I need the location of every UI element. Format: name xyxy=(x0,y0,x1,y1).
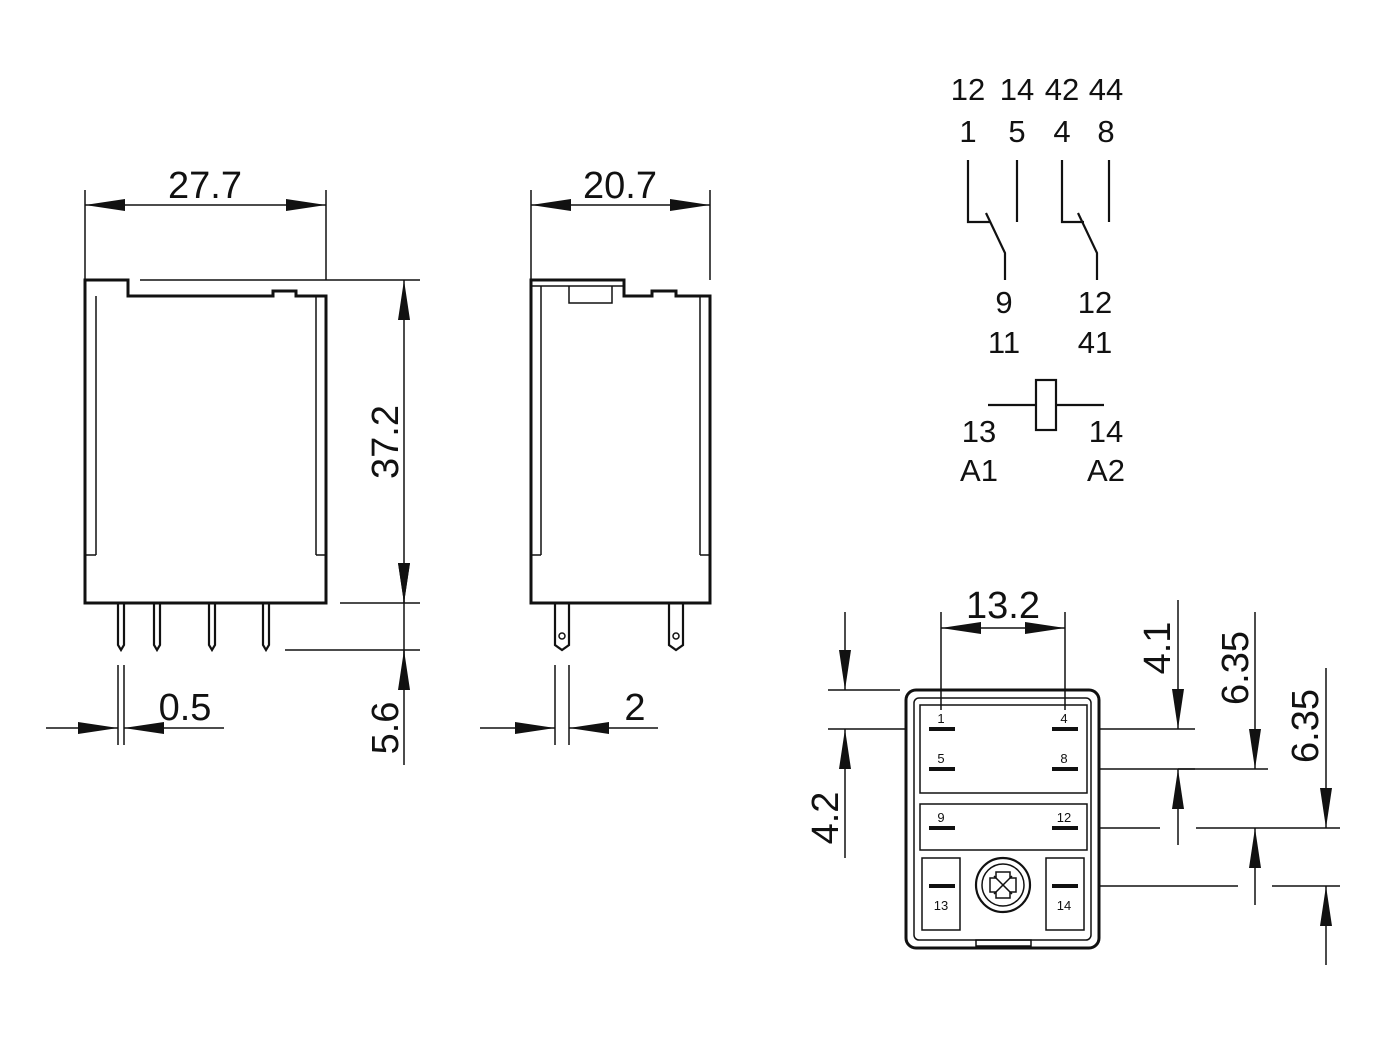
contact-left-symbol xyxy=(966,160,1019,280)
pin-width-label: 2 xyxy=(624,687,645,729)
terminal-label: 14 xyxy=(1089,414,1123,449)
pin-label: 8 xyxy=(1060,751,1067,766)
terminal-label: A2 xyxy=(1087,453,1125,488)
terminal-label: 13 xyxy=(962,414,996,449)
pin-thickness-label: 0.5 xyxy=(159,687,212,729)
front-pins xyxy=(116,603,271,653)
terminal-label: 1 xyxy=(959,114,976,149)
terminal-label: 41 xyxy=(1078,325,1112,360)
terminal-label: 44 xyxy=(1089,72,1123,107)
pin-label: 13 xyxy=(934,898,948,913)
pitch-a-label: 4.1 xyxy=(1137,622,1179,675)
terminal-label: 11 xyxy=(988,325,1020,360)
terminal-label: A1 xyxy=(960,453,998,488)
terminal-label: 4 xyxy=(1053,114,1070,149)
wiring-schematic: 12 14 42 44 1 5 4 8 9 12 11 41 13 14 A1 … xyxy=(951,72,1125,488)
contact-right-symbol xyxy=(1060,160,1111,280)
pin-slots xyxy=(929,727,1078,888)
pin-label: 4 xyxy=(1060,711,1067,726)
side-view: 20.7 2 xyxy=(480,165,712,745)
pin-length-label: 5.6 xyxy=(365,702,407,755)
terminal-label: 9 xyxy=(995,285,1012,320)
front-view: 27.7 37.2 5.6 0.5 xyxy=(46,165,420,765)
pitch-d-label: 4.2 xyxy=(805,792,847,845)
side-width-label: 20.7 xyxy=(583,165,657,207)
terminal-label: 12 xyxy=(951,72,985,107)
terminal-label: 5 xyxy=(1008,114,1025,149)
pin-label: 12 xyxy=(1057,810,1071,825)
pitch-c-label: 6.35 xyxy=(1285,689,1327,763)
pin-label: 1 xyxy=(937,711,944,726)
height-label: 37.2 xyxy=(365,405,407,479)
side-pins xyxy=(553,603,685,652)
terminal-label: 14 xyxy=(1000,72,1034,107)
terminal-label: 8 xyxy=(1097,114,1114,149)
adjust-screw-icon xyxy=(974,856,1032,914)
pitch-b-label: 6.35 xyxy=(1215,631,1257,705)
coil-symbol xyxy=(988,378,1104,432)
terminal-label: 42 xyxy=(1045,72,1079,107)
bottom-view: 1 4 5 8 9 12 13 14 13.2 4.2 4.1 6.35 xyxy=(805,585,1340,965)
bottom-pitch-label: 13.2 xyxy=(966,585,1040,627)
front-width-label: 27.7 xyxy=(168,165,242,207)
pin-label: 9 xyxy=(937,810,944,825)
terminal-label: 12 xyxy=(1078,285,1112,320)
pin-label: 5 xyxy=(937,751,944,766)
pin-label: 14 xyxy=(1057,898,1071,913)
